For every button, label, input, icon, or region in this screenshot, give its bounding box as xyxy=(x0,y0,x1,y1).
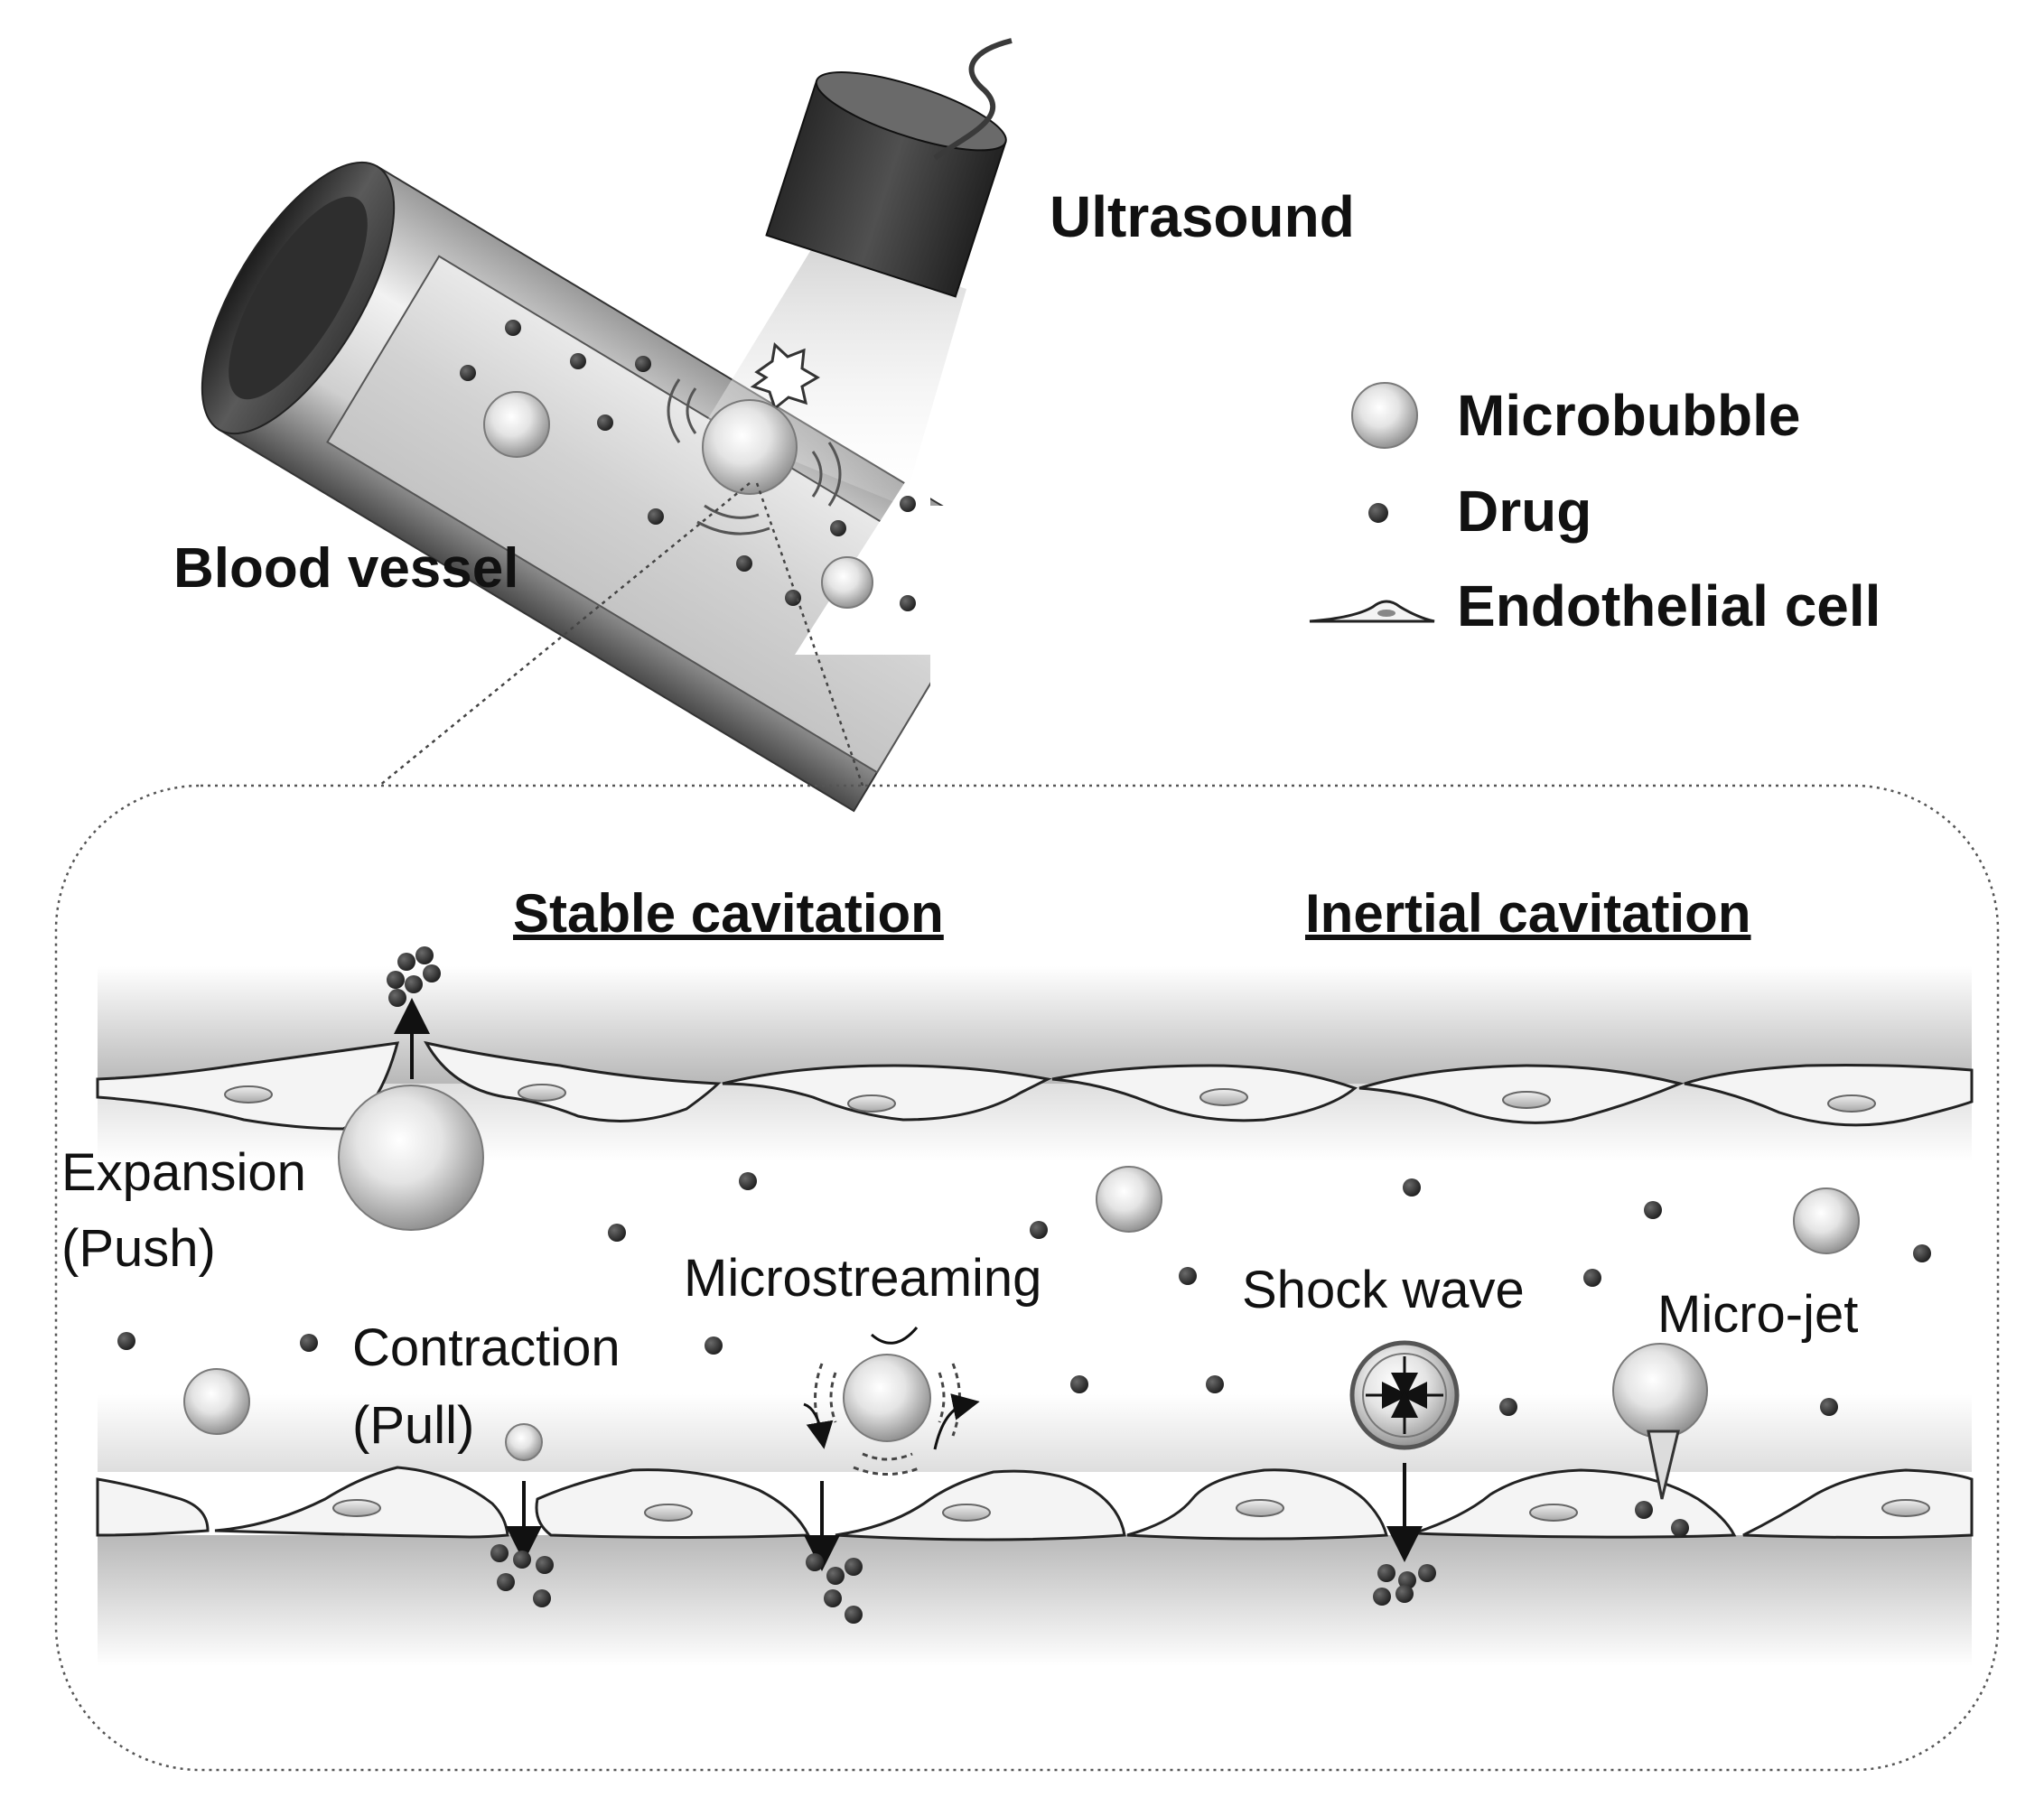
ultrasound-label: Ultrasound xyxy=(1050,184,1355,249)
drug-cluster-contraction xyxy=(490,1544,554,1607)
contraction-label: Contraction xyxy=(352,1318,621,1377)
endothelial-cell xyxy=(1684,1064,1974,1127)
drug-cluster-micro-jet xyxy=(1635,1501,1689,1537)
legend-drug-icon xyxy=(1368,503,1388,523)
pull-label: (Pull) xyxy=(352,1396,474,1455)
top-cell-nuclei xyxy=(224,1084,1876,1113)
endothelial-cell xyxy=(424,1040,722,1122)
oscillating-microbubble xyxy=(843,1354,931,1442)
legend-microbubble-label: Microbubble xyxy=(1457,383,1800,448)
endothelial-cell xyxy=(722,1064,1052,1122)
endothelial-cell xyxy=(1742,1468,1974,1539)
drug-cluster-shock-wave xyxy=(1373,1564,1436,1606)
shock-wave-label: Shock wave xyxy=(1242,1261,1525,1319)
legend: Microbubble Drug Endothelial cell xyxy=(1309,382,1881,638)
transducer-cable xyxy=(933,38,1013,161)
blood-vessel-illustration xyxy=(201,38,1165,813)
micro-jet-icon xyxy=(1647,1430,1680,1500)
drug-cluster-microstreaming xyxy=(806,1553,863,1624)
zoom-line-left xyxy=(378,482,751,787)
drug-cluster-released xyxy=(387,946,441,1007)
micro-jet-label: Micro-jet xyxy=(1657,1285,1858,1344)
ultrasound-transducer xyxy=(765,71,1007,298)
stable-cavitation-heading: Stable cavitation xyxy=(513,883,944,944)
legend-microbubble-icon xyxy=(1351,382,1418,449)
endothelial-cell xyxy=(535,1468,811,1539)
legend-drug-label: Drug xyxy=(1457,479,1591,544)
contracting-microbubble xyxy=(505,1423,543,1461)
bottom-endothelial-layer xyxy=(96,1466,1974,1541)
push-label: (Push) xyxy=(61,1219,216,1278)
legend-endothelial-cell-label: Endothelial cell xyxy=(1457,573,1881,638)
vibration-waves-icon xyxy=(667,378,842,535)
drug-particles xyxy=(460,320,916,611)
blood-vessel-label: Blood vessel xyxy=(173,537,518,600)
inertial-cavitation-heading: Inertial cavitation xyxy=(1305,883,1750,944)
microbubble xyxy=(821,556,873,609)
microbubble xyxy=(1096,1166,1162,1233)
expanding-microbubble xyxy=(338,1085,484,1231)
zoom-panel-frame xyxy=(54,784,2000,1772)
microstreaming-label: Microstreaming xyxy=(684,1249,1041,1308)
endothelial-cell xyxy=(96,1477,210,1537)
microbubble xyxy=(483,391,550,458)
legend-endothelial-cell-icon xyxy=(1309,600,1435,623)
bottom-vessel-wall xyxy=(98,1535,1972,1666)
microbubble xyxy=(183,1368,250,1435)
cavitation-burst-icon xyxy=(750,342,820,411)
microbubble xyxy=(1793,1187,1860,1254)
bottom-cell-nuclei xyxy=(332,1499,1930,1522)
expansion-label: Expansion xyxy=(61,1143,306,1202)
drug-particles-lumen xyxy=(117,1172,1931,1416)
microbubble xyxy=(702,399,798,495)
microstreaming-flow-icon xyxy=(803,1327,980,1476)
shock-wave-bubble xyxy=(1349,1340,1460,1450)
endothelial-cell xyxy=(1413,1468,1737,1539)
micro-jet-bubble xyxy=(1612,1343,1708,1439)
